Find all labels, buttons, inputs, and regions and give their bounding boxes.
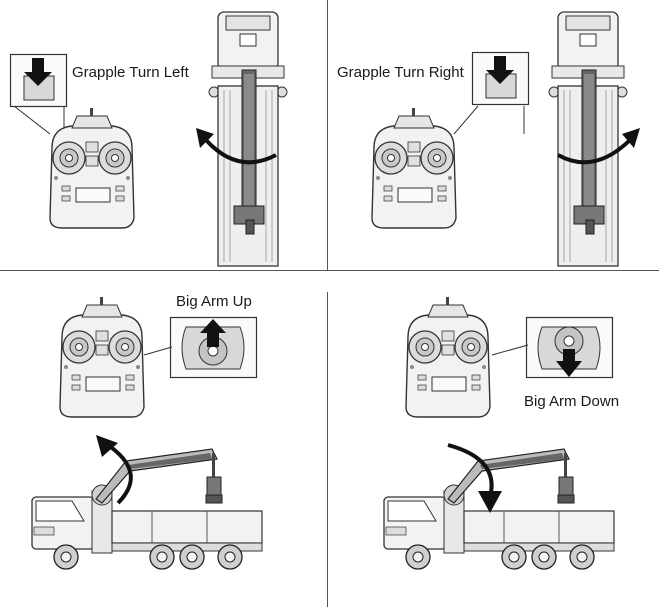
toggle-switch-inset — [471, 51, 530, 106]
caption: Big Arm Down — [524, 393, 620, 410]
horizontal-divider — [0, 270, 659, 271]
joystick-inset — [169, 316, 258, 379]
panel-grapple-turn-right: Grapple Turn Right — [328, 0, 659, 270]
arrow-down-icon — [556, 349, 582, 377]
panel-big-arm-down: Big Arm Down — [328, 271, 659, 607]
toggle-switch-inset — [9, 53, 68, 108]
leader-line — [143, 346, 173, 356]
caption: Grapple Turn Left — [72, 64, 189, 81]
panel-grapple-turn-left: Grapple Turn Left — [0, 0, 327, 270]
caption: Grapple Turn Right — [337, 64, 464, 81]
vertical-divider-lower — [327, 292, 328, 607]
joystick-inset — [525, 316, 614, 379]
arrow-up-icon — [200, 319, 226, 347]
vertical-divider — [327, 0, 328, 270]
curved-arrow-icon — [557, 128, 640, 165]
arrow-down-icon — [24, 58, 52, 86]
caption: Big Arm Up — [176, 293, 252, 310]
panel-big-arm-up: Big Arm Up — [0, 271, 327, 607]
rc-transmitter-icon — [49, 107, 135, 229]
curved-arrow-icon — [96, 435, 133, 505]
curved-arrow-icon — [447, 443, 502, 513]
leader-line — [491, 344, 529, 356]
rc-transmitter-icon — [371, 107, 457, 229]
curved-arrow-icon — [196, 128, 277, 165]
arrow-down-icon — [486, 56, 514, 84]
leader-lines — [453, 105, 525, 135]
